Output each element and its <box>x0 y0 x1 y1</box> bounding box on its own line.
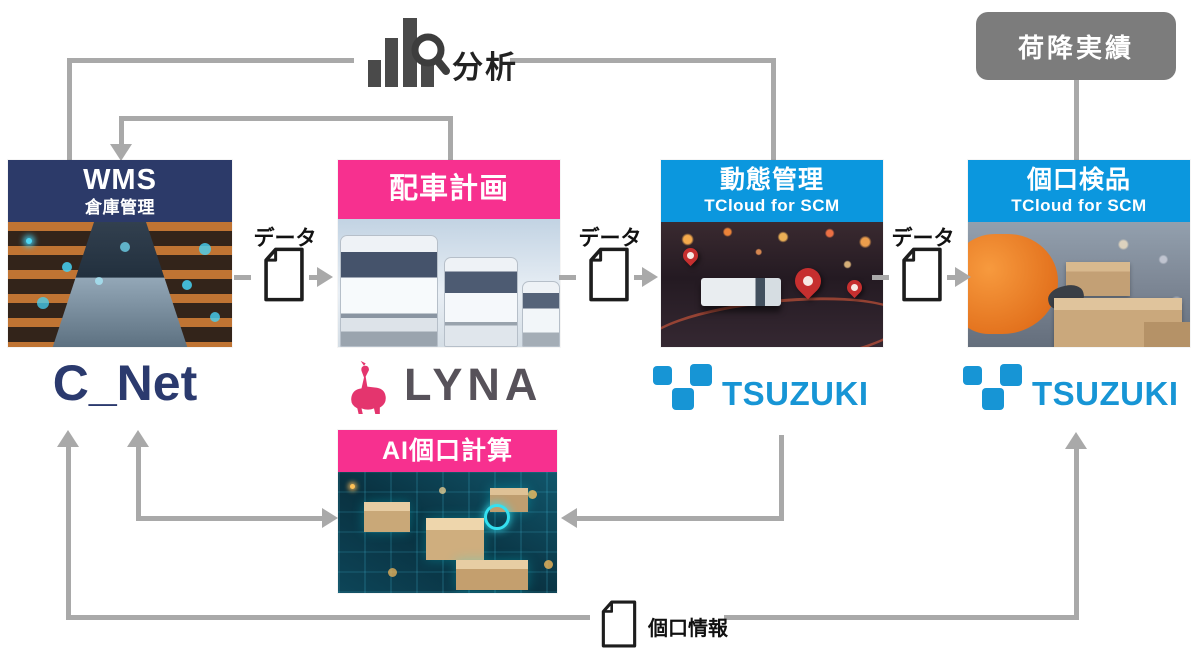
data-label: データ <box>891 227 955 250</box>
inspection-subtitle: TCloud for SCM <box>1011 195 1147 215</box>
wms-header: WMS 倉庫管理 <box>8 160 232 222</box>
connector-dispatch-to-wms-v-left <box>119 116 124 146</box>
tracking-map-photo <box>661 222 883 347</box>
ai-parcel-box <box>364 502 410 532</box>
data-label: データ <box>578 227 642 250</box>
ai-parcel-box <box>456 560 528 590</box>
document-icon <box>902 247 942 302</box>
warehouse-photo <box>8 222 232 347</box>
parcel-box <box>1144 322 1190 347</box>
node-inspection: 個口検品 TCloud for SCM <box>968 160 1190 347</box>
node-dynamic: 動態管理 TCloud for SCM <box>661 160 883 347</box>
inspection-header: 個口検品 TCloud for SCM <box>968 160 1190 222</box>
connector-parcel-info-left <box>66 615 590 620</box>
connector-parcel-info-right <box>724 615 1079 620</box>
connector-analysis-left-v <box>67 58 72 162</box>
arrowhead-into-wms <box>110 144 132 161</box>
arrowhead-data-right <box>642 267 658 287</box>
connector-tsuzuki-ai-h <box>577 516 784 521</box>
connector-bottom-to-cnet-v <box>66 446 71 619</box>
dynamic-header: 動態管理 TCloud for SCM <box>661 160 883 222</box>
lyna-logo: LYNA <box>344 354 560 416</box>
warehouse-shelf-right <box>146 222 232 347</box>
trucks-photo <box>338 219 560 347</box>
parcel-info-label: 個口情報 <box>648 618 728 640</box>
dynamic-subtitle: TCloud for SCM <box>704 195 840 215</box>
connector-analysis-left-h <box>67 58 354 63</box>
map-truck <box>701 278 781 306</box>
arrowhead-data-right <box>955 267 971 287</box>
inspection-title: 個口検品 <box>1026 166 1131 195</box>
connector-dispatch-to-wms-h <box>119 116 453 121</box>
data-link-dynamic-inspection: データ <box>870 222 976 308</box>
connector-analysis-right-h <box>510 58 776 63</box>
truck-shape <box>522 281 560 347</box>
document-icon <box>264 247 304 302</box>
arrowhead-into-cnet-2 <box>127 430 149 447</box>
tsuzuki-squares-icon <box>653 364 712 410</box>
arrowhead-into-ai-right <box>561 508 577 528</box>
data-label: データ <box>253 227 317 250</box>
connector-dispatch-to-wms-v-right <box>448 116 453 162</box>
analysis-chart-magnifier-icon <box>368 18 450 87</box>
data-line <box>559 275 576 280</box>
ai-title: AI個口計算 <box>381 436 513 465</box>
arrowhead-into-cnet-1 <box>57 430 79 447</box>
connector-cnet-ai-h <box>136 516 323 521</box>
data-line <box>234 275 251 280</box>
wms-subtitle: 倉庫管理 <box>85 197 155 217</box>
arrowhead-data-right <box>317 267 333 287</box>
wms-title: WMS <box>83 164 157 197</box>
tsuzuki-logo-2: TSUZUKI <box>962 360 1194 412</box>
tsuzuki-logo-text: TSUZUKI <box>1032 375 1179 412</box>
data-line <box>947 275 956 280</box>
ai-calculation-photo <box>338 472 557 593</box>
connector-cnet-ai-v <box>136 446 141 521</box>
connector-bottom-to-tsuzuki2-v <box>1074 448 1079 620</box>
tsuzuki-squares-icon <box>963 364 1022 410</box>
unload-results-box: 荷降実績 <box>976 12 1176 80</box>
data-link-dispatch-dynamic: データ <box>557 222 663 308</box>
node-ai: AI個口計算 <box>338 430 557 593</box>
worker-jacket <box>968 234 1058 334</box>
dynamic-title: 動態管理 <box>719 166 824 195</box>
node-wms: WMS 倉庫管理 <box>8 160 232 347</box>
arrowhead-into-ai-left <box>322 508 338 528</box>
truck-shape <box>444 257 518 347</box>
data-line <box>634 275 643 280</box>
arrowhead-into-tsuzuki2 <box>1065 432 1087 449</box>
data-link-wms-dispatch: データ <box>232 222 338 308</box>
lyna-logo-text: LYNA <box>404 359 543 410</box>
connector-unload-to-inspection <box>1074 80 1079 162</box>
analysis-label: 分析 <box>452 50 518 85</box>
parcel-info-group: 個口情報 <box>598 598 788 652</box>
ai-glow-dots <box>350 484 355 489</box>
cnet-logo: C_Net <box>52 355 198 411</box>
data-line <box>309 275 318 280</box>
map-pin-icon <box>843 276 866 299</box>
connector-tsuzuki-ai-v <box>779 435 784 521</box>
tsuzuki-logo-text: TSUZUKI <box>722 375 869 412</box>
dispatch-header: 配車計画 <box>338 160 560 219</box>
connector-analysis-right-v <box>771 58 776 162</box>
document-icon <box>601 600 637 648</box>
ai-scan-ring <box>484 504 510 530</box>
data-line <box>872 275 889 280</box>
node-dispatch: 配車計画 <box>338 160 560 347</box>
dispatch-title: 配車計画 <box>388 173 509 206</box>
truck-shape <box>340 235 438 347</box>
warehouse-shelf-left <box>8 222 94 347</box>
parcel-inspection-photo <box>968 222 1190 347</box>
ai-header: AI個口計算 <box>338 430 557 472</box>
warehouse-iot-glow-dots <box>26 238 32 244</box>
document-icon <box>589 247 629 302</box>
ai-parcel-box <box>426 518 484 560</box>
map-pin-icon <box>789 262 827 300</box>
tsuzuki-logo-1: TSUZUKI <box>652 360 884 412</box>
map-pin-icon <box>679 244 702 267</box>
lyna-camel-icon <box>351 360 386 414</box>
